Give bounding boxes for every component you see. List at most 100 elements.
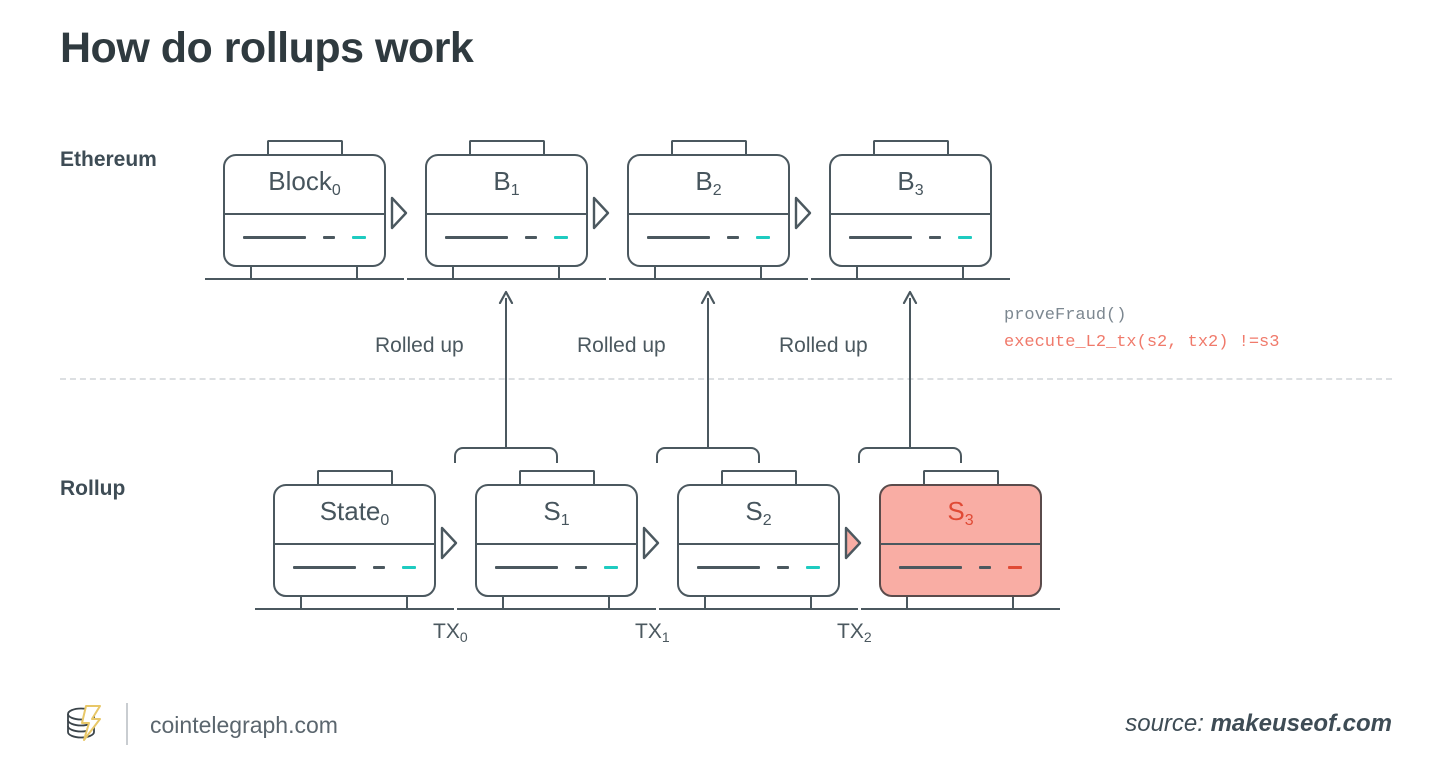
block-base-line	[205, 278, 404, 280]
rollup-block-1[interactable]: S1	[457, 470, 656, 615]
block-label: B1	[493, 166, 520, 199]
block-leg-left	[654, 267, 657, 279]
lane-label-ethereum: Ethereum	[60, 148, 157, 171]
block-body: Block0	[223, 154, 386, 267]
dash-accent	[755, 236, 770, 240]
dash-long	[647, 236, 710, 240]
block-legs	[457, 597, 656, 615]
block-label: S2	[745, 496, 772, 529]
rolled-up-label-3: Rolled up	[779, 334, 868, 357]
block-tab	[468, 140, 545, 157]
block-body: B1	[425, 154, 588, 267]
chain-arrow-icon	[642, 526, 660, 560]
dash-long	[243, 236, 306, 240]
ethereum-block-0[interactable]: Block0	[205, 140, 404, 285]
block-leg-left	[704, 597, 707, 609]
tx-label-1: TX1	[635, 620, 670, 645]
rolled-up-arrowhead-1	[498, 290, 514, 304]
block-content-dashes	[881, 566, 1040, 570]
rollup-block-3[interactable]: S3	[861, 470, 1060, 615]
ethereum-block-1[interactable]: B1	[407, 140, 606, 285]
block-label: B2	[695, 166, 722, 199]
dash-accent	[805, 566, 820, 570]
dash-long	[445, 236, 508, 240]
block-legs	[811, 267, 1010, 285]
block-content-dashes	[477, 566, 636, 570]
block-content-dashes	[679, 566, 838, 570]
block-divider	[275, 543, 434, 545]
block-tab	[872, 140, 949, 157]
block-divider	[477, 543, 636, 545]
chain-arrow-icon	[592, 196, 610, 230]
rolled-up-label-2: Rolled up	[577, 334, 666, 357]
page-title: How do rollups work	[60, 24, 474, 72]
block-leg-right	[962, 267, 965, 279]
ethereum-block-3[interactable]: B3	[811, 140, 1010, 285]
lane-divider	[60, 378, 1392, 380]
block-legs	[205, 267, 404, 285]
dash-accent	[603, 566, 618, 570]
block-content-dashes	[225, 236, 384, 240]
rollup-block-0[interactable]: State0	[255, 470, 454, 615]
chain-arrow-icon	[794, 196, 812, 230]
block-label: State0	[319, 496, 390, 529]
block-body: State0	[273, 484, 436, 597]
rolled-up-arrowhead-2	[700, 290, 716, 304]
lane-label-rollup: Rollup	[60, 477, 126, 500]
rolled-up-bracket-3	[858, 447, 962, 463]
rolled-up-arrow-shaft-3	[909, 298, 912, 448]
block-leg-right	[1012, 597, 1015, 609]
block-content-dashes	[629, 236, 788, 240]
block-leg-left	[300, 597, 303, 609]
block-content-dashes	[427, 236, 586, 240]
block-content-dashes	[275, 566, 434, 570]
block-legs	[861, 597, 1060, 615]
dash-long	[697, 566, 760, 570]
block-tab	[518, 470, 595, 487]
block-leg-right	[760, 267, 763, 279]
dash-mid	[574, 566, 587, 570]
chain-arrow-icon	[440, 526, 458, 560]
dash-mid	[776, 566, 789, 570]
footer-source-name: makeuseof.com	[1210, 710, 1392, 737]
rolled-up-bracket-1	[454, 447, 558, 463]
block-tab	[316, 470, 393, 487]
dash-long	[495, 566, 558, 570]
block-divider	[427, 213, 586, 215]
dash-long	[293, 566, 356, 570]
block-label: S1	[543, 496, 570, 529]
block-leg-left	[906, 597, 909, 609]
dash-accent	[401, 566, 416, 570]
block-base-line	[407, 278, 606, 280]
ethereum-block-2[interactable]: B2	[609, 140, 808, 285]
block-tab	[922, 470, 999, 487]
block-base-line	[659, 608, 858, 610]
block-tab	[720, 470, 797, 487]
dash-mid	[322, 236, 335, 240]
block-leg-left	[502, 597, 505, 609]
block-legs	[659, 597, 858, 615]
block-base-line	[255, 608, 454, 610]
dash-accent	[1007, 566, 1022, 570]
block-divider	[881, 543, 1040, 545]
block-leg-left	[250, 267, 253, 279]
block-leg-right	[356, 267, 359, 279]
block-label: S3	[947, 496, 974, 529]
dash-long	[899, 566, 962, 570]
rolled-up-arrow-shaft-1	[505, 298, 508, 448]
dash-accent	[553, 236, 568, 240]
footer-site-label: cointelegraph.com	[150, 712, 338, 738]
block-leg-right	[810, 597, 813, 609]
dash-mid	[978, 566, 991, 570]
block-label: Block0	[268, 166, 341, 199]
chain-arrow-icon	[390, 196, 408, 230]
dash-mid	[372, 566, 385, 570]
block-divider	[831, 213, 990, 215]
block-leg-left	[452, 267, 455, 279]
rollup-block-2[interactable]: S2	[659, 470, 858, 615]
block-body: B2	[627, 154, 790, 267]
block-body: B3	[829, 154, 992, 267]
block-legs	[255, 597, 454, 615]
block-body: S3	[879, 484, 1042, 597]
block-body: S2	[677, 484, 840, 597]
